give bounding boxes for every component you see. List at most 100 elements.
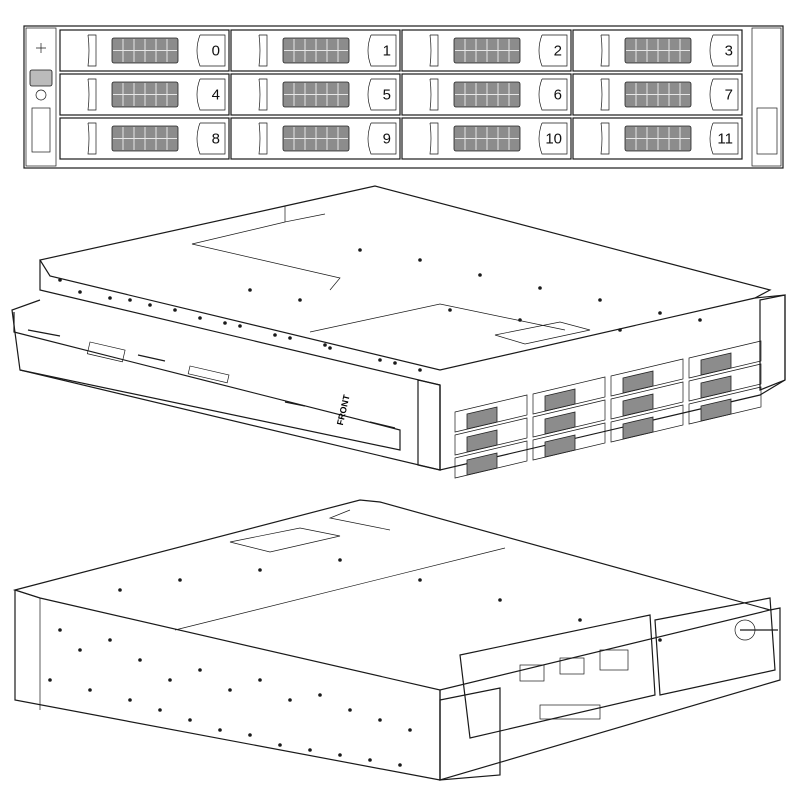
- side-view-panel: FRONT: [0, 180, 800, 480]
- rear-top-cover: [12, 499, 773, 691]
- rear-left-flange: [14, 589, 41, 710]
- screw-dot: [108, 296, 112, 300]
- power-button-icon: [35, 89, 47, 101]
- screw-dot: [168, 678, 172, 682]
- isometric-drive-bays: [454, 340, 762, 479]
- drive-bay[interactable]: 5: [230, 73, 401, 116]
- drive-latch-icon: [429, 34, 439, 67]
- right-ear: [751, 27, 782, 167]
- drive-latch-icon: [429, 78, 439, 111]
- drive-bay[interactable]: 3: [572, 29, 743, 72]
- screw-dot: [538, 286, 542, 290]
- drive-grille: [111, 125, 179, 152]
- controller-latch: [539, 704, 601, 720]
- drive-latch-icon: [87, 122, 97, 155]
- screw-dot: [248, 288, 252, 292]
- drive-handle-icon: [367, 122, 397, 155]
- drive-bay[interactable]: 6: [401, 73, 572, 116]
- drive-latch-icon: [600, 122, 610, 155]
- iso-drive-bay: [610, 358, 684, 397]
- front-left-ear: [417, 379, 441, 471]
- screw-dot: [58, 628, 62, 632]
- drive-bay-number: 4: [212, 87, 220, 104]
- drive-bay-number: 1: [383, 43, 391, 60]
- screw-dot: [88, 688, 92, 692]
- drive-bay[interactable]: 11: [572, 117, 743, 160]
- screw-dot: [323, 343, 327, 347]
- drive-bay[interactable]: 0: [59, 29, 230, 72]
- controller-module: [459, 614, 656, 739]
- screw-dot: [418, 368, 422, 372]
- drive-latch-icon: [258, 122, 268, 155]
- drive-bay-number: 5: [383, 87, 391, 104]
- screw-dot: [273, 333, 277, 337]
- screw-dot: [658, 311, 662, 315]
- screw-dot: [418, 578, 422, 582]
- iso-drive-bay: [610, 404, 684, 443]
- drive-grille: [282, 125, 350, 152]
- power-supply-module: [654, 597, 776, 696]
- drive-grille: [282, 81, 350, 108]
- screw-dot: [278, 743, 282, 747]
- drive-bay-number: 2: [554, 43, 562, 60]
- rail-slot-large: [187, 365, 230, 384]
- screw-dot: [348, 708, 352, 712]
- iso-drive-bay: [532, 422, 606, 461]
- screw-dot: [238, 324, 242, 328]
- screw-dot: [198, 316, 202, 320]
- screw-dot: [408, 728, 412, 732]
- drive-latch-icon: [429, 122, 439, 155]
- screw-dot: [118, 588, 122, 592]
- drive-bay-number: 10: [545, 131, 562, 148]
- drive-handle-icon: [367, 78, 397, 111]
- screw-dot: [288, 336, 292, 340]
- drive-bay[interactable]: 9: [230, 117, 401, 160]
- drive-grille: [453, 125, 521, 152]
- drive-handle-icon: [709, 78, 739, 111]
- iso-drive-bay: [454, 440, 528, 479]
- status-display-icon: [29, 69, 53, 87]
- right-ear-label-plate: [756, 107, 778, 155]
- side-panel: [11, 260, 441, 471]
- drive-handle-icon: [538, 78, 568, 111]
- screw-dot: [228, 688, 232, 692]
- drive-latch-icon: [600, 34, 610, 67]
- screw-dot: [328, 346, 332, 350]
- drive-latch-icon: [258, 34, 268, 67]
- screw-dot: [368, 758, 372, 762]
- drive-bay-number: 9: [383, 131, 391, 148]
- iso-drive-bay: [532, 376, 606, 415]
- screw-dot: [418, 258, 422, 262]
- drive-grille: [453, 37, 521, 64]
- drive-bay[interactable]: 10: [401, 117, 572, 160]
- rear-side-panel: [14, 590, 441, 781]
- drive-bay[interactable]: 2: [401, 29, 572, 72]
- screw-dot: [218, 728, 222, 732]
- screw-dot: [298, 298, 302, 302]
- drive-bay-number: 0: [212, 43, 220, 60]
- iso-drive-bay: [688, 386, 762, 425]
- screw-dot: [658, 638, 662, 642]
- screw-dot: [223, 321, 227, 325]
- rail-front-label: FRONT: [335, 393, 352, 426]
- rail-slots: [27, 329, 396, 429]
- screw-dot: [58, 278, 62, 282]
- screw-dot: [393, 361, 397, 365]
- drive-bay[interactable]: 8: [59, 117, 230, 160]
- screw-dot: [308, 748, 312, 752]
- screw-dot: [108, 638, 112, 642]
- mounting-rail: [13, 312, 401, 451]
- drive-grille: [282, 37, 350, 64]
- rear-top-step: [328, 509, 391, 531]
- drive-bay[interactable]: 7: [572, 73, 743, 116]
- controller-port-2: [559, 657, 585, 675]
- screw-dot: [288, 698, 292, 702]
- drive-latch-icon: [600, 78, 610, 111]
- drive-bay-number: 8: [212, 131, 220, 148]
- drive-bay[interactable]: 1: [230, 29, 401, 72]
- screw-dot: [518, 318, 522, 322]
- drive-grille: [111, 37, 179, 64]
- drive-bay[interactable]: 4: [59, 73, 230, 116]
